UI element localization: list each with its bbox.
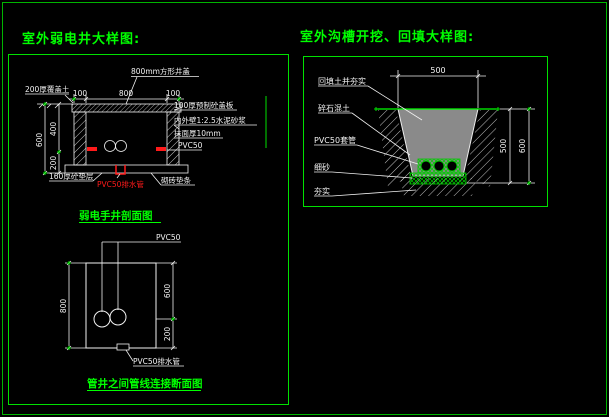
fine-sand-label: 细砂 (314, 162, 330, 172)
dim-800: 800 (119, 89, 134, 98)
trench-detail-panel: 500 500 600 回填土并夯实 碎石混土 PVC50套管 细砂 夯实 (303, 56, 548, 207)
red-seal-right (156, 147, 166, 151)
trench-labels: 回填土并夯实 碎石混土 PVC50套管 细砂 夯实 (314, 76, 423, 197)
red-drain-outlet (115, 165, 126, 175)
brick-strip-label: 砌砖垫条 (161, 175, 191, 185)
plan-dim-200: 200 (163, 327, 172, 342)
ground-line-left (37, 103, 72, 109)
pipe-circle (115, 140, 127, 152)
well-detail-panel: 800mm方形井盖 100 800 100 (8, 54, 289, 405)
pvc-pipes-label: PVC50套管 (314, 135, 356, 145)
dim-600: 600 (35, 133, 44, 148)
compacted-soil-label: 夯实 (314, 186, 330, 196)
dim-100-left: 100 (73, 89, 88, 98)
well-plan-outline (85, 262, 157, 349)
material-notes: 100厚预制砼盖板 内外壁1:2.5水泥砂浆 抹面厚10mm (173, 100, 257, 139)
gravel-label: 碎石混土 (318, 103, 350, 113)
note-cover-slab: 100厚预制砼盖板 (174, 100, 234, 110)
plan-dim-800: 800 (59, 299, 68, 314)
trench-detail-drawing: 500 500 600 回填土并夯实 碎石混土 PVC50套管 细砂 夯实 (314, 66, 535, 197)
base-layer-label: 160厚砼垫层 (49, 171, 94, 181)
well-plan-view: PVC50 800 600 200 (59, 233, 203, 391)
pvc50-label: PVC50 (178, 141, 203, 150)
section-caption: 弱电手井剖面图 (79, 209, 153, 222)
sand-bed (409, 172, 467, 185)
dim-200: 200 (49, 156, 58, 171)
plan-pvc50-label: PVC50 (156, 233, 181, 242)
cover-slab (71, 103, 182, 113)
pipe-circle (104, 140, 116, 152)
dim-depth: 600 400 200 (35, 101, 65, 176)
well-section-view: 800mm方形井盖 100 800 100 (25, 66, 267, 223)
plan-pipe-circle (109, 308, 127, 326)
plan-defpoint-markers (67, 261, 175, 350)
plan-drain-stub (116, 343, 130, 351)
dim-top-width: 100 800 100 (69, 89, 184, 103)
dim-100-right: 100 (166, 89, 181, 98)
defpoint-markers (43, 97, 181, 175)
plan-dim-600: 600 (163, 284, 172, 299)
cover-label: 800mm方形井盖 (131, 66, 190, 76)
backfill-label: 回填土并夯实 (318, 76, 366, 86)
trench-dim-500-top: 500 (430, 66, 445, 75)
cover-soil-label: 200厚覆盖土 (25, 84, 70, 94)
trench-dim-600-right: 600 (518, 139, 527, 154)
trench-defpoint-markers (374, 107, 531, 185)
plan-caption: 管井之间管线连接断面图 (87, 377, 203, 390)
note-mortar: 内外壁1:2.5水泥砂浆 (174, 115, 246, 125)
dim-400: 400 (49, 122, 58, 137)
drain-pipe-label: PVC50排水管 (97, 179, 144, 189)
plan-pipe-circle (93, 310, 111, 328)
plan-dim-right: 600 200 (156, 260, 177, 351)
red-seal-left (87, 147, 97, 151)
plan-dim-width: 800 (59, 260, 86, 351)
left-wall (73, 111, 87, 166)
pipe-bundle (409, 158, 467, 185)
right-drawing-title: 室外沟槽开挖、回填大样图: (300, 30, 475, 45)
plan-drain-label: PVC50排水管 (133, 356, 180, 366)
well-detail-drawing: 800mm方形井盖 100 800 100 (25, 66, 267, 391)
note-plaster: 抹面厚10mm (174, 128, 221, 138)
left-drawing-title: 室外弱电井大样图: (22, 32, 141, 47)
trench-dim-top: 500 (390, 66, 486, 108)
floor-slab (64, 164, 189, 174)
trench-dim-500-right: 500 (499, 139, 508, 154)
